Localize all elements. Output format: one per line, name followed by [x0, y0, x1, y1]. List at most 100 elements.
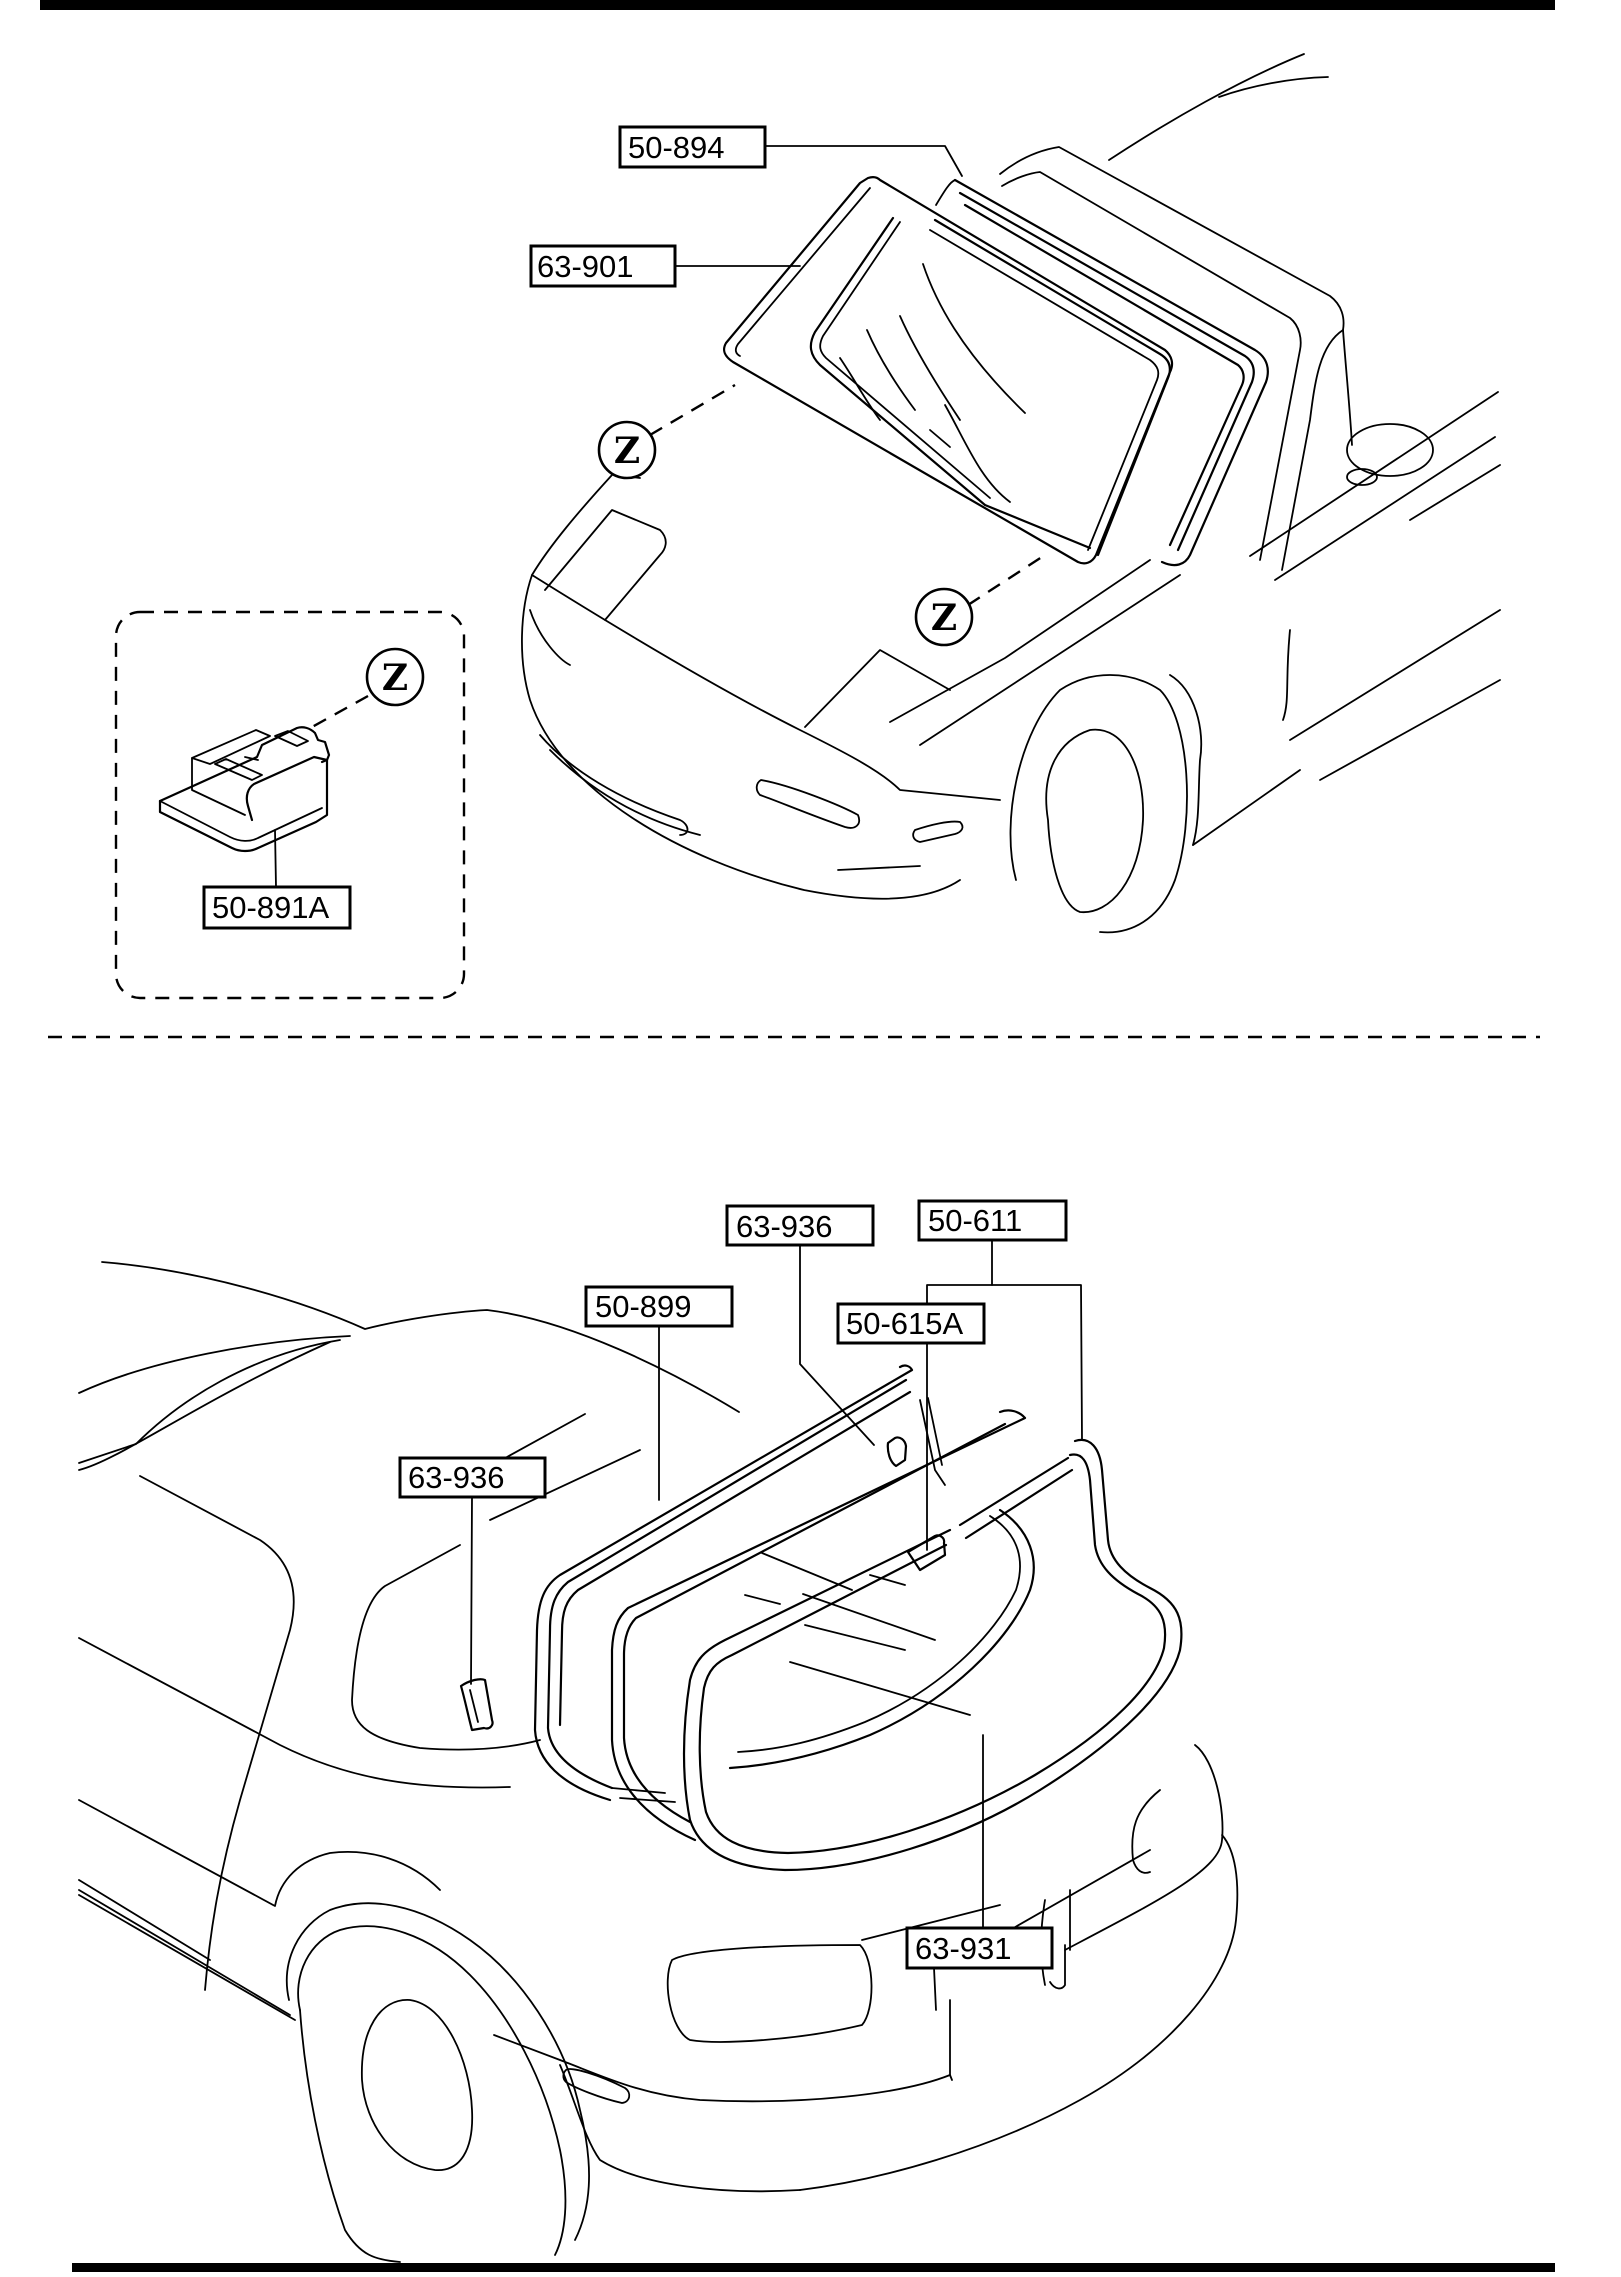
callout-text: 50-894 [628, 130, 725, 165]
callout-text: 63-936 [736, 1209, 833, 1244]
rear-lamp-right [1131, 1789, 1161, 1874]
lower-body-line-1 [78, 1879, 211, 1961]
rear-window-frame-outer [610, 1409, 1027, 1842]
bumper-line [837, 865, 921, 871]
clip-slot-2 [274, 730, 309, 747]
z-reference-mark-2: Z [914, 587, 974, 647]
leader-63-936-left [470, 1496, 473, 1685]
body-line-3 [1289, 609, 1501, 741]
rear-seal-outer [682, 1438, 1183, 1872]
callout-50-891A[interactable]: 50-891A [202, 885, 352, 930]
rear-glass-reflection-3 [802, 1593, 936, 1641]
rear-wheel-arch [285, 1902, 590, 2241]
frame-bottom-line [611, 1787, 666, 1794]
top-line-3 [78, 1341, 331, 1471]
glass-reflection-1 [922, 263, 1026, 414]
glass-reflection-5 [944, 404, 1011, 503]
callout-text: 63-901 [537, 249, 634, 284]
rear-glass-edge [728, 1508, 1035, 1770]
z-mark-text: Z [931, 597, 957, 639]
windshield-weatherstrip-outer [953, 178, 1269, 567]
glass-reflection-2 [899, 315, 961, 421]
leader-50-611-right-branch [991, 1284, 1083, 1441]
callout-50-899[interactable]: 50-899 [584, 1285, 734, 1328]
z-leader-3 [311, 694, 369, 729]
rear-pillar [139, 1475, 295, 1991]
grille-line-2 [549, 749, 701, 836]
door-line [1282, 629, 1291, 721]
roof-line-2 [1218, 76, 1329, 98]
callout-63-936-left[interactable]: 63-936 [398, 1456, 547, 1499]
hood-vent-left [544, 509, 667, 621]
front-tire [1009, 674, 1188, 934]
side-marker [562, 2068, 631, 2104]
frame-bottom-line-2 [619, 1797, 676, 1803]
turn-signal [912, 820, 964, 843]
trunk-lower-line [1009, 1849, 1151, 1931]
mirror-base [1346, 468, 1378, 486]
body-line-2 [1274, 436, 1496, 581]
fender-crease [919, 574, 1181, 746]
top-border-bar [40, 0, 1555, 10]
weatherstrip-end [935, 179, 956, 206]
front-lamp-left [755, 779, 860, 829]
hood-front-edge [531, 574, 1001, 801]
headlight-groove-left [529, 609, 571, 666]
front-fender-arch [1169, 674, 1203, 846]
rear-glass-reflection-1 [761, 1552, 853, 1591]
hood-vent-right [804, 649, 951, 728]
bottom-border-bar [72, 2263, 1555, 2272]
z-mark-text: Z [382, 657, 408, 699]
glass-reflection-4 [839, 357, 881, 421]
seal-joint-piece [906, 1534, 947, 1572]
rear-hubcap [361, 1999, 474, 2171]
roof-line-1 [1108, 53, 1305, 161]
detail-inset-clip: Z [114, 610, 466, 1000]
rear-glass-edge-2 [737, 1515, 1021, 1753]
a-pillar [1281, 329, 1344, 571]
rear-car-illustration [78, 1239, 1239, 2263]
hood-fender-line [889, 559, 1151, 723]
rear-glass-reflection-4 [804, 1624, 906, 1651]
z-leader-2 [967, 553, 1046, 607]
leader-63-936-top [799, 1244, 875, 1446]
rear-quarter-window [351, 1544, 541, 1751]
callout-50-615A[interactable]: 50-615A [836, 1302, 986, 1345]
rear-window-seal-mid [546, 1378, 908, 1790]
leader-50-891A [274, 829, 277, 888]
seal-upper-strip [919, 1399, 946, 1486]
callout-text: 50-611 [928, 1203, 1022, 1238]
callout-63-931[interactable]: 63-931 [905, 1926, 1054, 1970]
license-recess-right [1049, 1944, 1066, 1990]
grille-line [539, 734, 689, 836]
callout-50-611[interactable]: 50-611 [917, 1199, 1068, 1242]
rear-seal-top-segment [958, 1456, 1070, 1527]
bumper-leader [949, 1999, 953, 2081]
top-line-2 [78, 1339, 341, 1464]
z-reference-mark-3 [365, 647, 425, 707]
callout-63-901[interactable]: 63-901 [529, 244, 677, 288]
windshield-inner-glass-left [809, 216, 1092, 550]
trunk-edge [1064, 1744, 1224, 1951]
callout-text: 63-931 [915, 1931, 1012, 1966]
rocker-line [1192, 769, 1301, 846]
callout-text: 50-899 [595, 1289, 692, 1324]
rear-window-seal-outer [533, 1364, 914, 1802]
trim-clip-piece-left [459, 1678, 494, 1732]
rocker-line [78, 1799, 441, 1907]
callout-50-894[interactable]: 50-894 [618, 125, 767, 169]
clip-detail [244, 756, 259, 761]
windshield-inner-right [933, 218, 1171, 557]
leader-63-931-down [933, 1967, 937, 2011]
trim-clip-piece-top [886, 1436, 908, 1468]
front-hubcap [1045, 728, 1144, 913]
callout-text: 63-936 [408, 1460, 505, 1495]
z-leader-1 [649, 383, 736, 437]
rear-window-frame-inner [622, 1422, 1007, 1824]
callout-63-936-top[interactable]: 63-936 [725, 1204, 875, 1247]
rear-seal-top-segment-2 [964, 1468, 1074, 1540]
glass-reflection-6 [929, 429, 951, 448]
trim-clip-detail [469, 1689, 479, 1723]
rear-tire-outer [297, 1925, 567, 2256]
